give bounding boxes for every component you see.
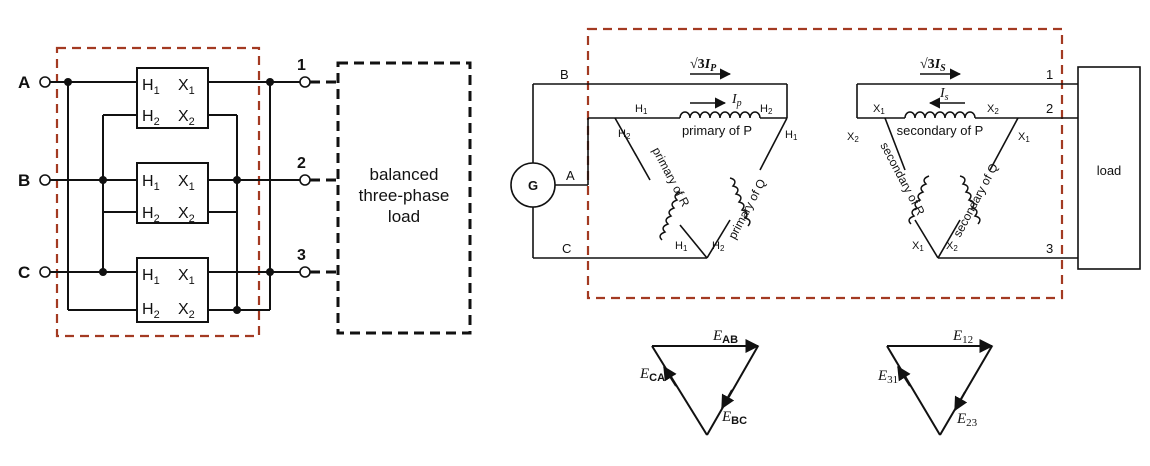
svg-text:balanced: balanced [369,165,438,184]
primary-wiring [532,83,788,259]
svg-text:X2: X2 [987,103,999,116]
svg-text:H1: H1 [675,240,688,253]
input-terminal-b: B [18,171,51,190]
svg-text:X1: X1 [178,267,195,287]
svg-text:X2: X2 [946,240,958,253]
svg-text:X2: X2 [847,131,859,144]
svg-text:H1: H1 [142,173,160,193]
terminal-label-b: B [18,171,30,190]
left-wiring [50,78,300,314]
terminal-label-a: A [18,73,30,92]
left-transformer-bank-outline [55,46,261,338]
svg-text:secondary of R: secondary of R [877,140,927,218]
svg-text:EAB: EAB [712,328,738,346]
input-terminal-a: A [18,73,51,92]
current-secondary-arrow: √3IS [920,57,962,80]
svg-text:primary of R: primary of R [649,145,692,210]
svg-text:load: load [388,207,420,226]
svg-text:X2: X2 [178,205,195,225]
phasor-secondary: E12 E23 E31 [877,328,994,436]
svg-text:primary of P: primary of P [682,123,752,138]
svg-text:X1: X1 [873,103,885,116]
coil-primary-p: Ip primary of P [679,92,761,138]
coil-secondary-r: secondary of R [877,140,930,225]
svg-text:B: B [560,67,569,82]
svg-text:X2: X2 [178,301,195,321]
transformer-1: H1 X1 H2 X2 [136,67,209,129]
svg-text:√3IS: √3IS [920,57,946,74]
svg-text:3: 3 [1046,241,1053,256]
svg-text:G: G [528,178,538,193]
coil-secondary-p: Is secondary of P [897,86,984,138]
svg-text:X1: X1 [178,173,195,193]
balanced-load-box: balanced three-phase load [336,61,472,335]
svg-text:2: 2 [297,155,306,172]
svg-text:H2: H2 [142,108,160,128]
output-terminal-3: 3 [297,247,338,278]
svg-text:√3IP: √3IP [690,57,717,74]
phasor-primary: EAB EBC ECA [639,328,760,436]
svg-text:X1: X1 [1018,131,1030,144]
svg-text:primary of Q: primary of Q [725,177,768,242]
svg-text:1: 1 [1046,67,1053,82]
svg-text:H2: H2 [760,103,773,116]
svg-text:C: C [562,241,571,256]
current-primary-arrow: √3IP [690,57,732,80]
svg-text:X1: X1 [178,77,195,97]
left-diagram: A B C [18,46,472,338]
svg-text:H2: H2 [712,240,725,253]
svg-text:secondary of P: secondary of P [897,123,984,138]
svg-text:H2: H2 [142,205,160,225]
svg-text:A: A [566,168,575,183]
terminal-label-c: C [18,263,30,282]
output-terminal-2: 2 [297,155,338,186]
svg-text:H1: H1 [142,77,160,97]
svg-text:three-phase: three-phase [359,186,450,205]
svg-text:EBC: EBC [721,409,747,427]
output-terminal-1: 1 [297,57,338,88]
svg-text:H1: H1 [785,129,798,142]
svg-text:1: 1 [297,57,306,74]
svg-text:H1: H1 [635,103,648,116]
load-box: load [1077,66,1141,270]
svg-text:ECA: ECA [639,366,665,384]
svg-text:E31: E31 [877,368,898,386]
svg-text:X2: X2 [178,108,195,128]
svg-text:H1: H1 [142,267,160,287]
svg-text:E12: E12 [952,328,973,346]
svg-text:X1: X1 [912,240,924,253]
svg-text:H2: H2 [142,301,160,321]
svg-text:Is: Is [939,86,949,103]
coil-primary-q: primary of Q [725,177,768,242]
svg-text:secondary of Q: secondary of Q [950,161,1001,239]
svg-text:2: 2 [1046,101,1053,116]
svg-text:E23: E23 [956,411,978,429]
generator: G [510,162,556,208]
secondary-wiring [856,83,1078,259]
input-terminal-c: C [18,263,51,282]
coil-secondary-q: secondary of Q [950,161,1001,239]
transformer-2: H1 X1 H2 X2 [136,162,209,225]
coil-primary-r: primary of R [649,145,693,241]
right-diagram: G B A C √3IP [510,27,1141,300]
transformer-3: H1 X1 H2 X2 [136,257,209,323]
svg-text:H2: H2 [618,128,631,141]
svg-text:3: 3 [297,247,306,264]
svg-text:load: load [1097,163,1122,178]
svg-text:Ip: Ip [731,92,742,109]
